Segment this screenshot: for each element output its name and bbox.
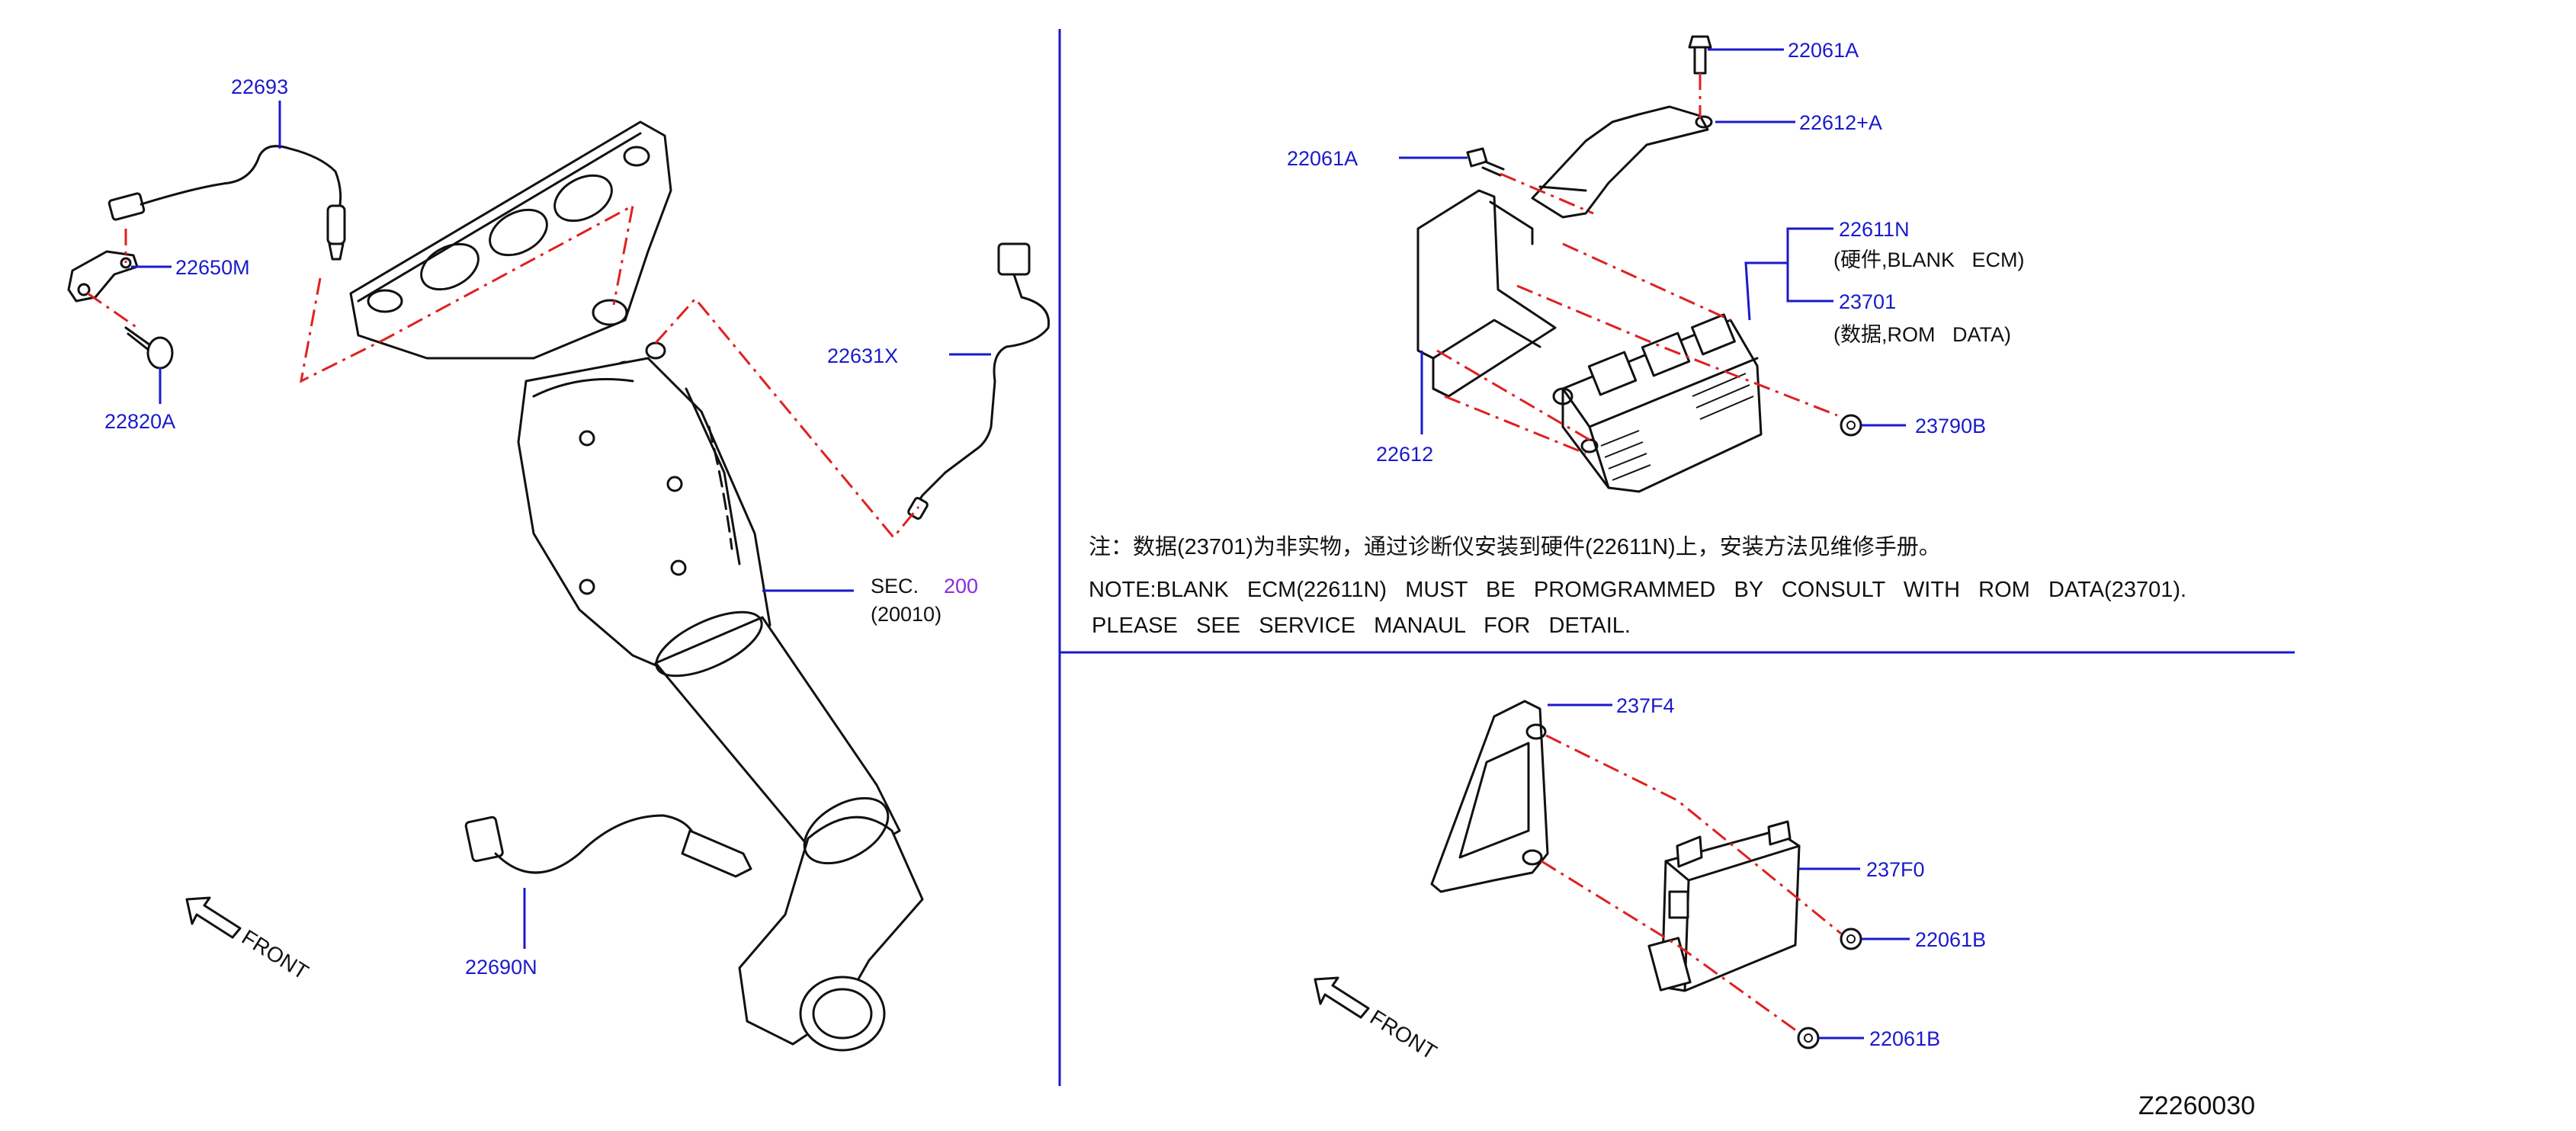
sec-sub: (20010)	[871, 603, 942, 626]
sensor-22690N-drawing	[464, 814, 752, 878]
sensor-22693-drawing	[107, 145, 346, 261]
leader-22611N-23701	[1744, 227, 1833, 321]
label-22693: 22693	[231, 75, 288, 98]
cut-line-module-1	[1545, 734, 1842, 935]
front-arrow-left: FRONT	[185, 896, 313, 984]
module-237F0-drawing	[1647, 820, 1801, 992]
cut-line-ecm-4	[1444, 395, 1586, 455]
label-23701-desc: (数据,ROM DATA)	[1833, 323, 2011, 346]
svg-text:FRONT: FRONT	[238, 925, 313, 984]
label-22650M: 22650M	[175, 256, 250, 279]
bolt-22820A-drawing	[124, 326, 174, 370]
label-22611N-desc: (硬件,BLANK ECM)	[1833, 248, 2025, 271]
ecm-bracket-22612A-drawing	[1531, 105, 1713, 219]
label-22612A: 22612+A	[1799, 111, 1882, 134]
bracket-237F4-drawing	[1430, 700, 1549, 893]
label-23701: 23701	[1839, 290, 1896, 313]
note-english-line2: PLEASE SEE SERVICE MANAUL FOR DETAIL.	[1092, 614, 1631, 638]
label-23790B: 23790B	[1915, 415, 1986, 437]
nut-22061B-1-drawing	[1840, 928, 1862, 950]
cut-line-22631X	[654, 296, 920, 540]
sensor-22631X-drawing	[907, 242, 1051, 520]
note-english-line1: NOTE:BLANK ECM(22611N) MUST BE PROMGRAMM…	[1089, 578, 2186, 602]
nut-23790B-drawing	[1840, 414, 1862, 437]
bolt-22061A-left-drawing	[1466, 147, 1505, 177]
bracket-22650M-drawing	[67, 250, 139, 303]
label-22612: 22612	[1376, 443, 1433, 466]
label-237F0: 237F0	[1866, 858, 1925, 881]
front-arrow-right: FRONT	[1314, 976, 1441, 1064]
nut-22061B-2-drawing	[1797, 1027, 1820, 1049]
label-22061A-left: 22061A	[1287, 147, 1358, 170]
svg-text:FRONT: FRONT	[1366, 1005, 1441, 1064]
label-22690N: 22690N	[465, 956, 537, 979]
label-22061A-top: 22061A	[1788, 39, 1859, 62]
sec-label: SEC.	[871, 575, 919, 598]
cut-line-ecm-1	[1562, 242, 1731, 322]
label-22820A: 22820A	[104, 410, 175, 433]
cut-line-module-2	[1541, 860, 1800, 1034]
ecm-bracket-22612-drawing	[1416, 189, 1557, 398]
label-237F4: 237F4	[1616, 694, 1675, 717]
label-22061B-1: 22061B	[1915, 928, 1986, 951]
bolt-22061A-top-drawing	[1688, 35, 1712, 75]
label-22631X: 22631X	[827, 344, 898, 367]
exhaust-manifold-drawing	[349, 120, 924, 1052]
sec-number: 200	[944, 575, 978, 598]
ecm-unit-drawing	[1552, 313, 1763, 493]
diagram-id: Z2260030	[2138, 1091, 2255, 1120]
note-chinese: 注：数据(23701)为非实物，通过诊断仪安装到硬件(22611N)上，安装方法…	[1089, 534, 1941, 559]
label-22061B-2: 22061B	[1869, 1027, 1940, 1050]
cut-line-manifold-1	[299, 203, 635, 383]
cut-line-22820A	[87, 292, 138, 329]
label-22611N: 22611N	[1839, 218, 1910, 241]
